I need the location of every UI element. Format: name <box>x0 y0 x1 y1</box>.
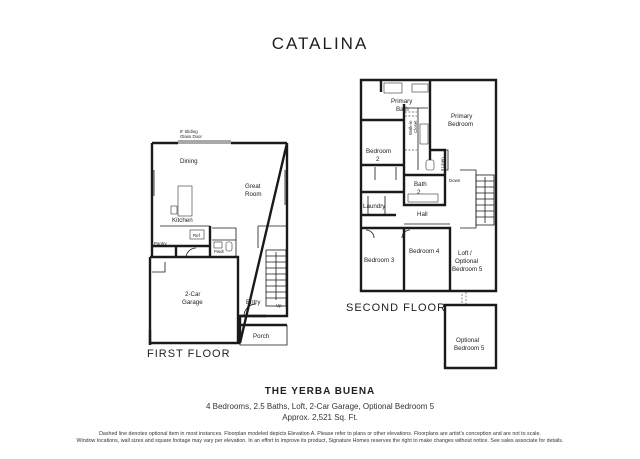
second-floor-exterior-wall <box>359 78 498 293</box>
pantry-label: Pantry <box>154 241 167 246</box>
powder-label: Pwdr <box>214 249 225 254</box>
walk-in-closet-label-2: Closet <box>413 120 418 133</box>
bath2-label-2: 2 <box>417 189 421 196</box>
great-room-label-1: Great <box>245 183 261 190</box>
model-name: THE YERBA BUENA <box>264 386 376 397</box>
hall-label: Hall <box>417 211 428 218</box>
garage-label-2: Garage <box>182 299 203 306</box>
loft-label-3: Bedroom 5 <box>452 266 483 273</box>
kitchen-island <box>177 185 193 217</box>
stairs-up-label: Up <box>276 303 282 308</box>
optional-bedroom5-label-1: Optional <box>456 337 479 344</box>
ref-label: Ref <box>193 233 201 238</box>
linen-label: Linen <box>440 157 445 168</box>
optional-bedroom5-wall <box>443 303 498 370</box>
optional-bedroom5-connector <box>461 292 467 305</box>
model-sqft: Approx. 2,521 Sq. Ft. <box>282 413 358 422</box>
laundry-label: Laundry <box>363 203 386 210</box>
stairs-down-label: Down <box>449 178 461 183</box>
primary-bedroom-label-1: Primary <box>451 113 473 120</box>
primary-bath-label-1: Primary <box>391 98 413 105</box>
disclaimer-line-2: Window locations, wall sizes and square … <box>76 438 564 444</box>
kitchen-label: Kitchen <box>172 217 193 224</box>
garage-label-1: 2-Car <box>185 291 200 298</box>
first-floor-label: FIRST FLOOR <box>147 348 231 360</box>
walk-in-closet-label-1: Walk-in <box>408 120 413 135</box>
loft-label-2: Optional <box>455 258 478 265</box>
sliding-door-note-2: Glass Door <box>180 134 202 139</box>
great-room-label-2: Room <box>245 191 262 198</box>
primary-bedroom-label-2: Bedroom <box>448 121 473 128</box>
powder-toilet <box>225 241 233 252</box>
sliding-door-note-1: 8' Sliding <box>180 129 198 134</box>
entry-label: Entry <box>246 299 261 306</box>
model-specs: 4 Bedrooms, 2.5 Baths, Loft, 2-Car Garag… <box>205 402 435 411</box>
primary-tub <box>383 82 403 94</box>
disclaimer-line-1: Dashed line denotes optional item in mos… <box>99 431 541 437</box>
garage-wall <box>148 255 240 345</box>
dining-label: Dining <box>180 158 198 165</box>
bedroom4-label: Bedroom 4 <box>409 248 440 255</box>
loft-label-1: Loft / <box>458 250 472 257</box>
first-floor-stairs <box>265 249 287 307</box>
first-floor-plan: Dining Great Room Kitchen Pantry Ref Pwd… <box>148 129 289 346</box>
optional-bedroom5-label-2: Bedroom 5 <box>454 345 485 352</box>
second-floor-label: SECOND FLOOR <box>346 302 447 314</box>
bedroom2-label-2: 2 <box>376 156 380 163</box>
second-floor-stairs <box>460 169 495 229</box>
refrigerator <box>189 229 205 240</box>
bath2-tub <box>407 193 439 203</box>
bedroom3-label: Bedroom 3 <box>364 257 395 264</box>
second-floor-plan: Primary Bath Primary Bedroom Walk-in Clo… <box>359 78 498 370</box>
bedroom2-label-1: Bedroom <box>366 148 391 155</box>
plan-title: CATALINA <box>271 34 369 53</box>
primary-bath-label-2: Bath <box>396 106 409 113</box>
bath2-label-1: Bath <box>414 181 427 188</box>
porch-label: Porch <box>253 333 270 340</box>
